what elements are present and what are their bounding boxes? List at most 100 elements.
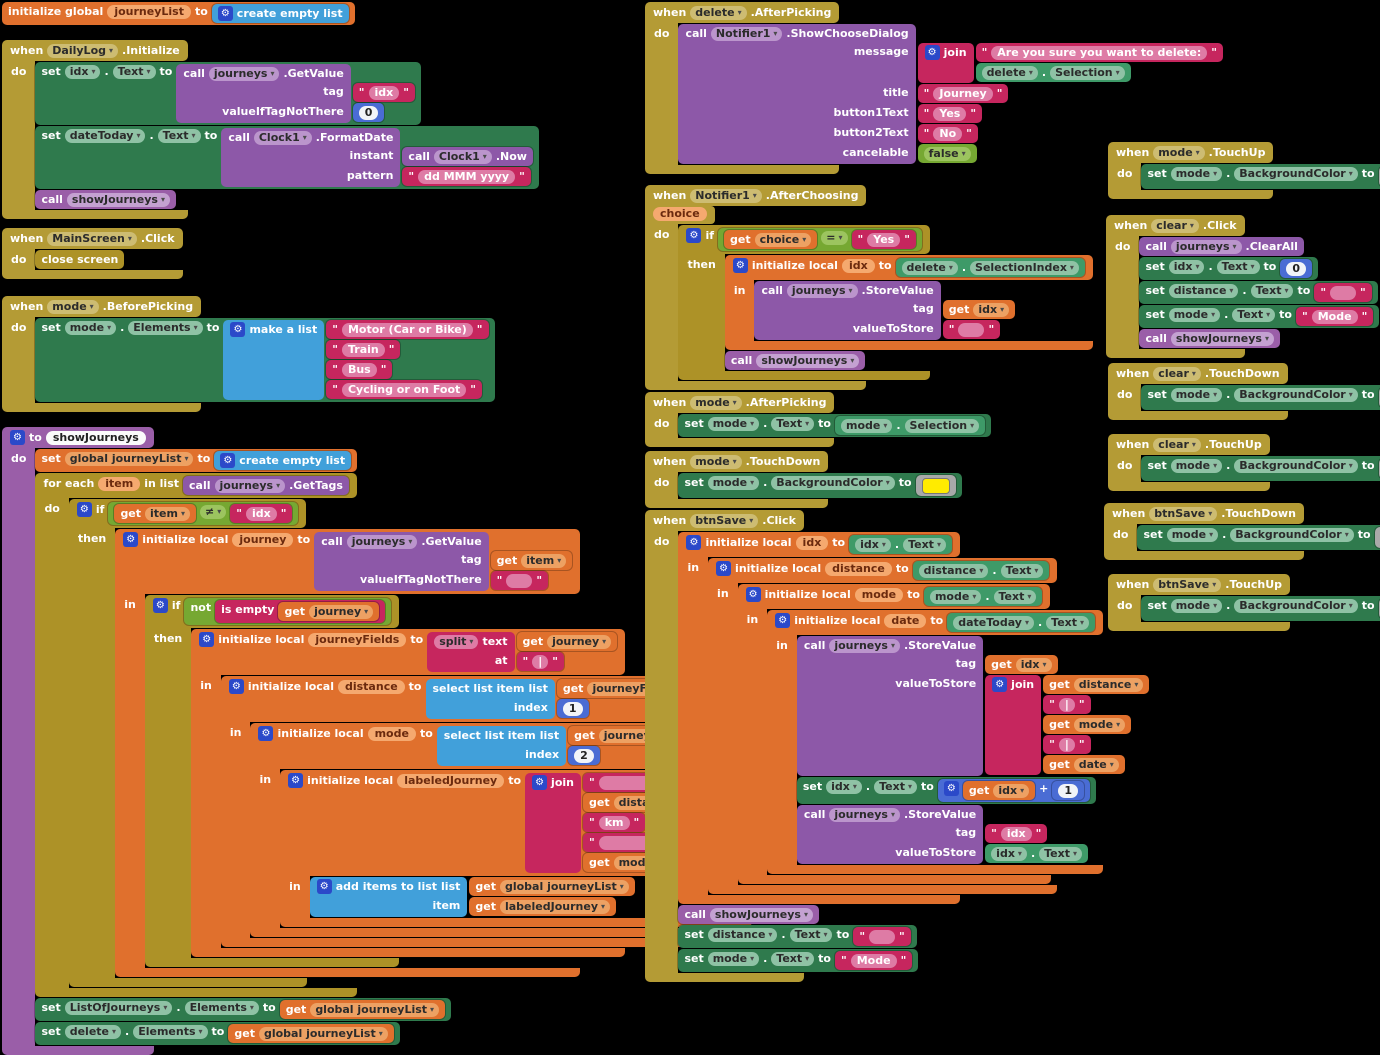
mutator-gear-icon[interactable]: ⚙ — [716, 561, 732, 576]
text-string-block[interactable]: "Yes" — [851, 230, 916, 249]
number-field[interactable]: 1 — [562, 702, 583, 716]
text-string-block[interactable]: "" — [1314, 283, 1372, 302]
false-dropdown[interactable]: false▾ — [923, 147, 971, 161]
journeys-dropdown[interactable]: journeys▾ — [214, 479, 286, 493]
mutator-gear-icon[interactable]: ⚙ — [217, 6, 233, 21]
text-dropdown[interactable]: Text▾ — [157, 129, 201, 143]
list-create-empty-list-block[interactable]: ⚙create empty list — [214, 451, 352, 470]
mode-dropdown[interactable]: mode▾ — [690, 455, 742, 469]
math-number-2-block[interactable]: 2 — [568, 746, 600, 765]
global-journeylist-dropdown[interactable]: global journeyList▾ — [499, 880, 629, 894]
mode-dropdown[interactable]: mode▾ — [929, 590, 982, 604]
mode-dropdown[interactable]: mode▾ — [1073, 718, 1126, 732]
listofjourneys-dropdown[interactable]: ListOfJourneys▾ — [64, 1001, 173, 1015]
string-literal-field[interactable]: dd MMM yyyy — [418, 170, 516, 184]
text-dropdown[interactable]: Text▾ — [1039, 847, 1082, 861]
string-literal-field[interactable]: Mode — [1311, 310, 1358, 324]
text-string-block[interactable]: "idx" — [230, 504, 293, 523]
number-field[interactable]: 2 — [574, 749, 594, 763]
mode-dropdown[interactable]: mode▾ — [64, 321, 117, 335]
mode-dropdown[interactable]: mode▾ — [1168, 308, 1221, 322]
date-dropdown[interactable]: date▾ — [1073, 758, 1119, 772]
getp-distance-text-block[interactable]: distance▾.Text▾ — [912, 561, 1050, 580]
btnsave-dropdown[interactable]: btnSave▾ — [690, 514, 759, 528]
string-literal-field[interactable]: idx — [368, 86, 400, 100]
journeys-dropdown[interactable]: journeys▾ — [829, 639, 900, 653]
mutator-gear-icon[interactable]: ⚙ — [924, 45, 940, 60]
journeys-dropdown[interactable]: journeys▾ — [1170, 240, 1242, 254]
text-string-block[interactable]: "" — [942, 320, 1001, 339]
text-string-block[interactable]: "Yes" — [917, 104, 983, 123]
text-string-block[interactable]: "Train" — [326, 340, 401, 359]
mutator-gear-icon[interactable]: ⚙ — [123, 532, 139, 547]
mode-dropdown[interactable]: mode▾ — [1170, 167, 1223, 181]
text-dropdown[interactable]: Text▾ — [993, 590, 1037, 604]
mode-param-field[interactable]: mode — [367, 727, 416, 741]
mutator-gear-icon[interactable]: ⚙ — [152, 598, 168, 613]
backgroundcolor-dropdown[interactable]: BackgroundColor▾ — [1234, 599, 1358, 613]
string-literal-field[interactable]: Bus — [341, 363, 377, 377]
text-dropdown[interactable]: Text▾ — [1046, 616, 1090, 630]
text-dropdown[interactable]: Text▾ — [1216, 260, 1260, 274]
selection-dropdown[interactable]: Selection▾ — [904, 419, 980, 433]
notifier1-dropdown[interactable]: Notifier1▾ — [710, 27, 783, 41]
text-dropdown[interactable]: Text▾ — [112, 65, 156, 79]
elements-dropdown[interactable]: Elements▾ — [133, 1025, 208, 1039]
backgroundcolor-dropdown[interactable]: BackgroundColor▾ — [1234, 459, 1358, 473]
string-literal-field[interactable]: No — [933, 127, 963, 141]
item-dropdown[interactable]: item▾ — [521, 554, 567, 568]
choice-param-field[interactable]: choice — [653, 207, 707, 221]
color-block[interactable] — [1378, 458, 1380, 479]
mode-dropdown[interactable]: mode▾ — [840, 419, 893, 433]
journey-param-field[interactable]: journey — [232, 533, 294, 547]
number-field[interactable]: 0 — [1286, 262, 1307, 276]
text-dropdown[interactable]: Text▾ — [771, 417, 815, 431]
idx-param-field[interactable]: idx — [795, 536, 829, 550]
math-number-1-block[interactable]: 1 — [556, 699, 589, 718]
ctrl-close-screen-block[interactable]: close screen — [35, 250, 125, 269]
field-dropdown[interactable]: =▾ — [821, 231, 848, 245]
color-swatch[interactable] — [921, 478, 950, 494]
string-literal-field[interactable]: | — [1058, 738, 1075, 752]
idx-dropdown[interactable]: idx▾ — [973, 303, 1010, 317]
text-string-block[interactable]: "idx" — [985, 824, 1048, 843]
mode-param-field[interactable]: mode — [854, 588, 904, 602]
clear-dropdown[interactable]: clear▾ — [1151, 219, 1199, 233]
text-string-block[interactable]: "Are you sure you want to delete:" — [975, 43, 1223, 62]
string-literal-field[interactable]: Motor (Car or Bike) — [341, 323, 473, 337]
backgroundcolor-dropdown[interactable]: BackgroundColor▾ — [1234, 167, 1358, 181]
string-literal-field[interactable]: Journey — [933, 87, 993, 101]
idx-dropdown[interactable]: idx▾ — [1168, 260, 1205, 274]
getp-delete-selection-block[interactable]: delete▾.Selection▾ — [975, 63, 1131, 82]
text-string-block[interactable]: "dd MMM yyyy" — [402, 167, 531, 186]
showjourneys-dropdown[interactable]: showJourneys▾ — [66, 193, 170, 207]
elements-dropdown[interactable]: Elements▾ — [184, 1001, 259, 1015]
backgroundcolor-dropdown[interactable]: BackgroundColor▾ — [771, 476, 895, 490]
mutator-gear-icon[interactable]: ⚙ — [76, 502, 92, 517]
text-string-block[interactable]: "Journey" — [917, 84, 1009, 103]
